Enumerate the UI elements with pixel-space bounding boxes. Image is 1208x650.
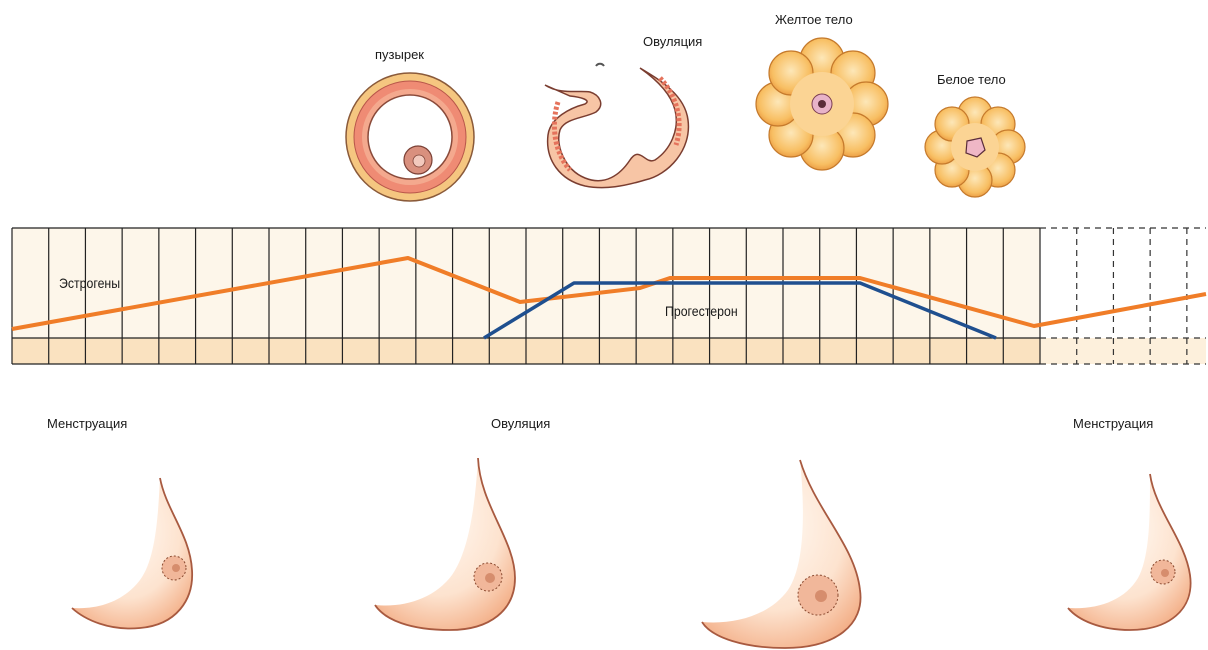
series-label-estrogen: Эстрогены <box>59 275 120 291</box>
corpus-albicans-illustration <box>0 0 1208 200</box>
breast-illustration-3 <box>702 460 861 648</box>
breast-illustration-4 <box>1068 474 1191 630</box>
ovulation-phase-label: Овуляция <box>491 416 550 431</box>
breast-illustrations <box>0 450 1208 650</box>
breast-illustration-1 <box>72 478 192 628</box>
breast-illustration-2 <box>375 458 515 630</box>
hormone-chart <box>0 210 1208 370</box>
menstruation-end-label: Менструация <box>1073 416 1153 431</box>
chart-baseline-band-extension <box>1040 338 1206 364</box>
series-label-progesterone: Прогестерон <box>665 303 738 319</box>
menstruation-start-label: Менструация <box>47 416 127 431</box>
